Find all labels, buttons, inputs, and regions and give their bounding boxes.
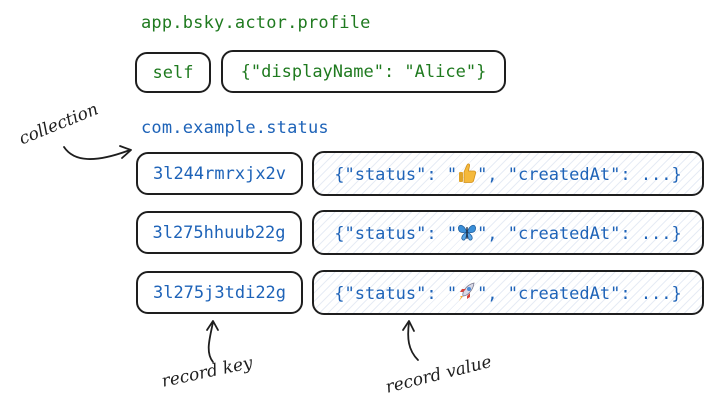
status-record-value-box: {"status": " ", "createdAt": ...} bbox=[312, 151, 704, 196]
status-record-key-box: 3l275j3tdi22g bbox=[136, 271, 303, 314]
status-record-key-box: 3l244rmrxjx2v bbox=[136, 152, 303, 195]
record-key-arrow bbox=[206, 320, 219, 363]
value-prefix: {"status": " bbox=[334, 224, 458, 244]
status-record-key: 3l275hhuub22g bbox=[152, 222, 286, 243]
value-prefix: {"status": " bbox=[334, 284, 458, 304]
status-record-value-box: {"status": " ", "createdAt": ...} bbox=[312, 210, 704, 255]
butterfly-emoji bbox=[458, 224, 476, 241]
value-suffix: ", "createdAt": ...} bbox=[477, 284, 682, 304]
value-suffix: ", "createdAt": ...} bbox=[477, 165, 682, 185]
status-record-value: {"status": " ", "createdAt": ...} bbox=[334, 221, 682, 244]
profile-record-key-box: self bbox=[135, 52, 211, 93]
status-record-value: {"status": " ", "createdAt": ...} bbox=[334, 162, 682, 185]
record-value-arrow bbox=[402, 320, 419, 361]
status-record-value-box: {"status": " ", "createdAt": ...} bbox=[312, 270, 704, 315]
status-record-key: 3l244rmrxjx2v bbox=[152, 163, 287, 184]
profile-collection-label: app.bsky.actor.profile bbox=[141, 13, 371, 33]
profile-record-value: {"displayName": "Alice"} bbox=[240, 61, 487, 82]
status-collection-label: com.example.status bbox=[141, 118, 329, 138]
profile-record-key: self bbox=[152, 62, 194, 83]
status-record-key: 3l275j3tdi22g bbox=[152, 282, 287, 303]
value-prefix: {"status": " bbox=[334, 165, 458, 185]
profile-record-value-box: {"displayName": "Alice"} bbox=[221, 50, 506, 93]
rocket-emoji bbox=[459, 282, 475, 301]
status-record-key-box: 3l275hhuub22g bbox=[136, 211, 302, 254]
status-record-value: {"status": " ", "createdAt": ...} bbox=[334, 281, 682, 304]
value-suffix: ", "createdAt": ...} bbox=[477, 224, 682, 244]
collection-arrow bbox=[63, 145, 132, 160]
thumbs-up-emoji bbox=[459, 163, 477, 183]
